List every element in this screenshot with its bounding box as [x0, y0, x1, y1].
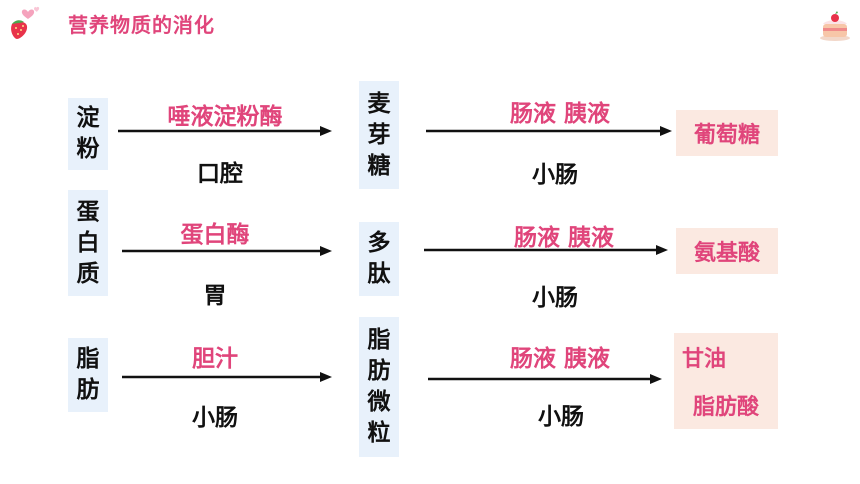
product-glucose: 葡萄糖 — [676, 110, 778, 156]
intermediate-char: 肽 — [367, 261, 391, 287]
digestion-site: 口腔 — [197, 161, 243, 187]
cake-icon — [820, 11, 850, 41]
source-starch: 淀 粉 — [68, 98, 108, 170]
intermediate-polypeptide: 多 肽 — [359, 222, 399, 296]
product-label: 脂肪酸 — [692, 395, 759, 420]
product-glycerol-fatty-acid: 甘油 脂肪酸 — [674, 333, 778, 429]
digestion-site: 小肠 — [532, 162, 578, 188]
intermediate-char: 微 — [367, 389, 391, 415]
arrow — [122, 245, 332, 257]
source-char: 粉 — [76, 136, 100, 162]
strawberry-heart-logo — [11, 6, 40, 39]
page-title: 营养物质的消化 — [68, 13, 215, 37]
source-char: 淀 — [76, 105, 100, 131]
source-char: 白 — [76, 229, 100, 256]
product-label: 葡萄糖 — [693, 123, 760, 148]
product-amino-acid: 氨基酸 — [676, 228, 778, 274]
arrow — [428, 373, 662, 385]
intermediate-char: 芽 — [367, 121, 391, 148]
arrow — [118, 125, 332, 137]
product-label: 氨基酸 — [693, 241, 760, 266]
intermediate-char: 糖 — [367, 152, 391, 179]
enzyme-label: 唾液淀粉酶 — [167, 104, 283, 130]
intermediate-fat-droplets: 脂 肪 微 粒 — [359, 317, 399, 457]
enzyme-label: 胆汁 — [192, 346, 238, 372]
digestion-site: 小肠 — [538, 404, 584, 430]
source-char: 脂 — [76, 346, 100, 372]
intermediate-char: 麦 — [367, 90, 391, 117]
digestion-site: 小肠 — [192, 405, 238, 431]
intermediate-char: 多 — [367, 230, 391, 256]
enzyme-label: 肠液 胰液 — [509, 101, 610, 127]
enzyme-label: 蛋白酶 — [180, 222, 250, 248]
arrow — [426, 125, 672, 137]
digestion-site: 小肠 — [532, 285, 578, 311]
arrow — [424, 244, 668, 256]
source-char: 质 — [76, 260, 100, 287]
source-char: 蛋 — [76, 198, 100, 225]
header: 营养物质的消化 — [0, 0, 860, 46]
enzyme-label: 肠液 胰液 — [513, 225, 614, 251]
enzyme-label: 肠液 胰液 — [509, 346, 610, 372]
intermediate-char: 粒 — [367, 420, 391, 446]
intermediate-char: 脂 — [367, 327, 391, 353]
source-fat: 脂 肪 — [68, 338, 108, 412]
digestion-site: 胃 — [203, 283, 227, 309]
product-label: 甘油 — [682, 347, 727, 372]
intermediate-maltose: 麦 芽 糖 — [359, 81, 399, 189]
source-protein: 蛋 白 质 — [68, 190, 108, 296]
intermediate-char: 肪 — [367, 358, 391, 384]
source-char: 肪 — [76, 377, 100, 403]
arrow — [122, 371, 332, 383]
